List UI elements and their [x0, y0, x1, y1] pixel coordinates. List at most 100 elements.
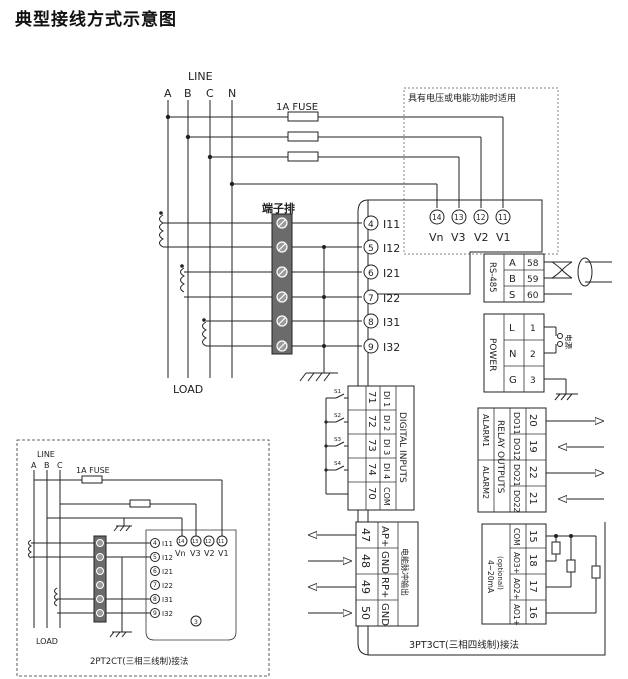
relay-pin-do22: DO22: [512, 490, 521, 513]
inset-cterm-i21: I21: [162, 568, 173, 576]
ao-num-15: 15: [527, 530, 538, 543]
power-pin-n: N: [509, 349, 516, 360]
relay-label: RELAY OUTPUTS: [495, 420, 505, 494]
relay-alarm2: ALARM2: [481, 466, 490, 499]
inset-cterm-4-num: 4: [153, 540, 157, 547]
di-switch-s4: S4: [334, 461, 341, 467]
cterm-8-num: 8: [368, 318, 374, 328]
rs485-pin-a: A: [509, 258, 516, 269]
inset-cterm-i31: I31: [162, 596, 173, 604]
inset-ground-terminal: 3: [194, 619, 198, 626]
vterm-v2: V2: [474, 231, 489, 244]
cterm-7-num: 7: [368, 294, 374, 304]
inset-vterm-13-num: 13: [192, 539, 198, 545]
phase-lines: [165, 100, 235, 378]
fuse-b: [287, 131, 319, 142]
di-switch-s2: S2: [334, 413, 341, 419]
di-pin-com: COM: [382, 487, 391, 506]
inset-fuse-a: [81, 475, 103, 484]
inset-cterm-5-num: 5: [153, 554, 157, 561]
inset-cterm-8-num: 8: [153, 596, 157, 603]
rs485-num-59: 59: [527, 275, 539, 285]
ao-num-18: 18: [527, 554, 538, 567]
ct-wires: [292, 222, 362, 382]
rs485-cable-icon: [577, 257, 593, 287]
cterm-i31: I31: [383, 316, 400, 329]
power-pin-g: G: [509, 375, 517, 386]
di-pin-2: DI 2: [382, 415, 391, 431]
relay-num-21: 21: [527, 492, 538, 505]
vterm-v1: V1: [496, 231, 511, 244]
ao-pin-ao2: AO2+: [512, 578, 521, 600]
rs485-label: RS-485: [487, 262, 497, 293]
pulse-num-49: 49: [359, 580, 372, 594]
voltage-note: 具有电压或电能功能时适用: [408, 92, 516, 104]
load-label: LOAD: [173, 383, 203, 396]
inset-cterm-i22: I22: [162, 582, 173, 590]
relay-pin-do21: DO21: [512, 464, 521, 487]
inset-cterm-i32: I32: [162, 610, 173, 618]
di-num-73: 73: [366, 439, 377, 452]
pulse-num-50: 50: [359, 606, 372, 620]
power-supply-icon: [557, 333, 563, 339]
relay-outputs-block: ALARM1 ALARM2 RELAY OUTPUTS DO11 DO12 DO…: [477, 407, 604, 513]
terminal-screws: [276, 217, 288, 352]
terminal-strip: [271, 213, 293, 355]
pulse-pin-gnd1: GND: [379, 551, 390, 574]
ao-label: 4~20mA: [486, 560, 495, 594]
di-switch-s1: S1: [334, 389, 341, 395]
power-num-3: 3: [530, 376, 536, 386]
analog-outputs-block: 4~20mA (optional) COM AO3+ AO2+ AO1+ 15 …: [481, 523, 601, 626]
inset-vterm-12-num: 12: [205, 539, 211, 545]
inset-vterm-v2: V2: [204, 549, 215, 558]
inset-vterm-vn: Vn: [175, 549, 186, 558]
main-caption: 3PT3CT(三相四线制)接法: [409, 639, 519, 651]
vterm-vn: Vn: [429, 231, 444, 244]
phase-c-label: C: [206, 87, 214, 100]
inset-vterm-11-num: 11: [218, 539, 224, 545]
vterm-14-num: 14: [432, 213, 442, 222]
inset-phase-b: B: [44, 461, 50, 470]
cterm-i32: I32: [383, 341, 400, 354]
di-num-72: 72: [366, 415, 377, 428]
ao-pin-com: COM: [512, 528, 521, 546]
voltage-note-box: [403, 87, 559, 255]
fuse-label: 1A FUSE: [276, 102, 318, 113]
rs485-num-60: 60: [527, 291, 539, 301]
cterm-9-num: 9: [368, 343, 374, 353]
voltage-terminals: 14 13 12 11 Vn V3 V2 V1: [429, 209, 511, 244]
inset-vterm-14-num: 14: [178, 539, 184, 545]
cterm-i12: I12: [383, 242, 400, 255]
inset-box: [16, 439, 270, 677]
relay-pin-do12: DO12: [512, 438, 521, 461]
inset-cterm-6-num: 6: [153, 568, 157, 575]
inset-vterm-v1: V1: [218, 549, 229, 558]
power-label: POWER: [487, 338, 497, 371]
relay-num-20: 20: [527, 414, 538, 427]
terminal-strip-label: 端子排: [262, 201, 295, 215]
rs485-num-58: 58: [527, 259, 539, 269]
di-label: DIGITAL INPUTS: [397, 412, 407, 483]
di-num-74: 74: [366, 463, 377, 476]
inset-cterm-7-num: 7: [153, 582, 157, 589]
di-num-70: 70: [366, 487, 377, 500]
di-switch-s3: S3: [334, 437, 341, 443]
ao-num-17: 17: [527, 580, 538, 593]
cterm-i11: I11: [383, 218, 400, 231]
ao-num-16: 16: [527, 606, 538, 619]
pulse-label: 电能脉冲输出: [400, 548, 410, 596]
rs485-pin-s: S: [509, 290, 515, 301]
digital-inputs-block: 71 72 73 74 70 DI 1 DI 2 DI 3 DI 4 COM D…: [324, 385, 415, 511]
cterm-i22: I22: [383, 292, 400, 305]
current-terminals: 4 5 6 7 8 9 I11 I12 I21 I22 I31 I32: [363, 215, 400, 354]
inset-cterm-i11: I11: [162, 540, 173, 548]
inset-diagram: LINE A B C LOAD 1A FUSE 14 13 12 11 Vn V…: [16, 439, 270, 677]
vterm-13-num: 13: [454, 213, 464, 222]
pulse-num-47: 47: [359, 528, 372, 542]
inset-meter-outline: [145, 529, 237, 641]
fuse-a: [287, 111, 319, 122]
di-pin-4: DI 4: [382, 463, 391, 479]
pulse-pin-gnd2: GND: [379, 603, 390, 626]
main-diagram: LINE A B C N LOAD 1A FUSE: [159, 70, 612, 656]
